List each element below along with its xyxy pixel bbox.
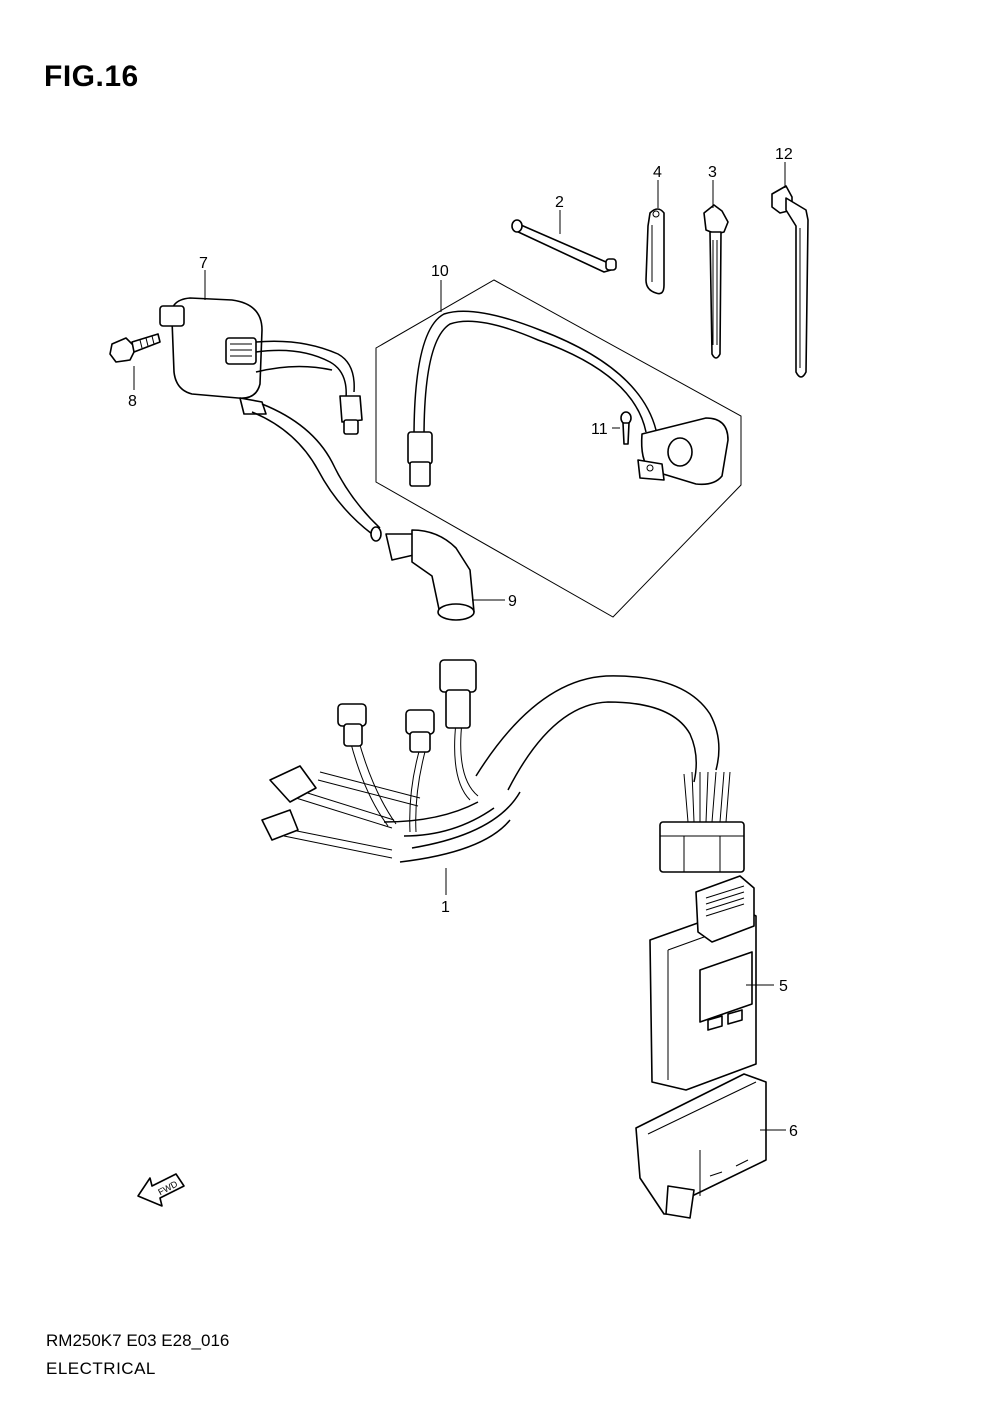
callout-2: 2 — [555, 194, 564, 211]
callout-4: 4 — [653, 164, 662, 181]
part-12-cable-tie — [771, 185, 809, 378]
callout-5: 5 — [779, 978, 788, 995]
part-3-cable-tie — [703, 204, 729, 359]
callout-1: 1 — [441, 899, 450, 916]
part-8-bolt — [109, 333, 161, 363]
callout-9: 9 — [508, 593, 517, 610]
assembly-box-10 — [375, 279, 742, 618]
part-9-plug-cap — [239, 397, 475, 621]
callout-8: 8 — [128, 393, 137, 410]
part-5-cdi-unit — [649, 875, 757, 1091]
callout-12: 12 — [775, 146, 793, 163]
callout-10: 10 — [431, 263, 449, 280]
part-2-rod — [511, 219, 617, 273]
part-4-clamp — [645, 208, 665, 295]
figure-title: FIG.16 — [44, 60, 139, 93]
part-7-ignition-coil — [159, 297, 363, 435]
diagram-section-name: ELECTRICAL — [46, 1359, 156, 1378]
callout-11: 11 — [591, 421, 608, 438]
part-6-cdi-holder — [635, 1073, 767, 1219]
part-10-sensor — [407, 310, 729, 487]
part-11-screw — [620, 411, 632, 445]
fwd-arrow-icon — [137, 1173, 185, 1207]
diagram-code: RM250K7 E03 E28_016 — [46, 1331, 230, 1350]
callout-7: 7 — [199, 255, 208, 272]
part-1-wiring-harness — [261, 659, 745, 873]
callout-3: 3 — [708, 164, 717, 181]
callout-6: 6 — [789, 1123, 798, 1140]
